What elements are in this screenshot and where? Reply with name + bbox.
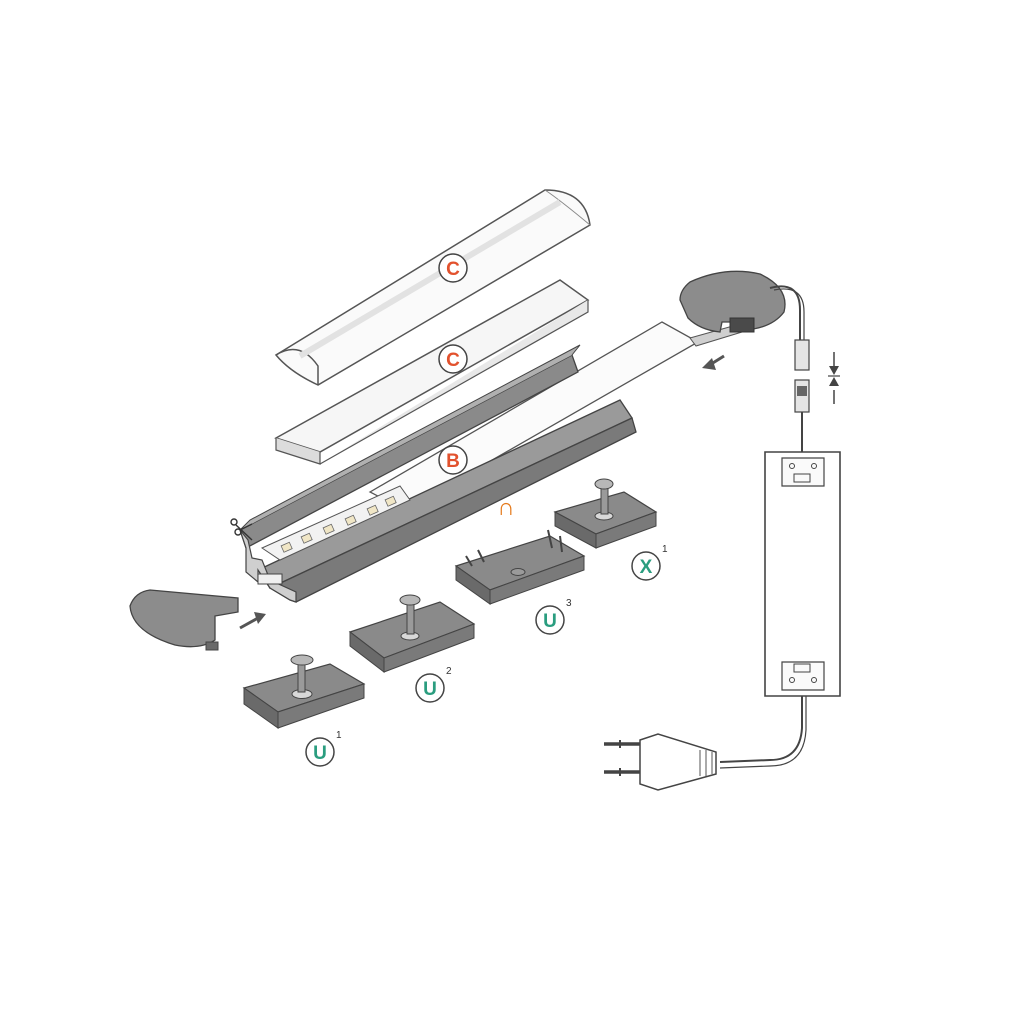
mounting-bracket-x1 [553, 478, 658, 549]
svg-text:B: B [446, 451, 460, 472]
flat-cover [274, 279, 590, 465]
mounting-bracket-u3 [454, 529, 586, 605]
svg-text:2: 2 [446, 666, 452, 677]
power-plug-icon [604, 733, 717, 791]
svg-text:U: U [313, 743, 327, 764]
end-cap-left [129, 589, 239, 651]
label-cover-round: C [438, 253, 468, 283]
label-profile: B [438, 445, 468, 475]
power-cable [719, 696, 807, 769]
label-mount-u2: U 2 [415, 666, 452, 703]
end-cap-right [679, 270, 786, 333]
mounting-bracket-u1 [242, 654, 366, 729]
compress-arrows-icon [828, 352, 840, 404]
mounting-bracket-u2 [348, 594, 476, 674]
arrow-right-icon [239, 612, 266, 630]
svg-text:C: C [446, 350, 460, 371]
svg-text:1: 1 [336, 730, 342, 741]
led-strip [368, 321, 743, 511]
label-mount-u3: U 3 [535, 598, 572, 635]
svg-text:∩: ∩ [497, 494, 514, 521]
label-clip-symbol: ∩ [497, 494, 514, 521]
power-supply [764, 451, 841, 697]
label-mount-x1: X 1 [631, 544, 668, 581]
svg-text:1: 1 [662, 544, 668, 555]
label-cover-flat: C [438, 344, 468, 374]
connector-cable [769, 285, 810, 452]
svg-text:C: C [446, 259, 460, 280]
arrow-left-icon [702, 354, 725, 370]
aluminium-profile [239, 344, 637, 603]
svg-text:U: U [423, 679, 437, 700]
scissors-icon [230, 518, 253, 541]
svg-text:U: U [543, 611, 557, 632]
svg-text:X: X [640, 557, 653, 578]
svg-text:3: 3 [566, 598, 572, 609]
round-cover [274, 189, 591, 386]
label-mount-u1: U 1 [305, 730, 342, 767]
